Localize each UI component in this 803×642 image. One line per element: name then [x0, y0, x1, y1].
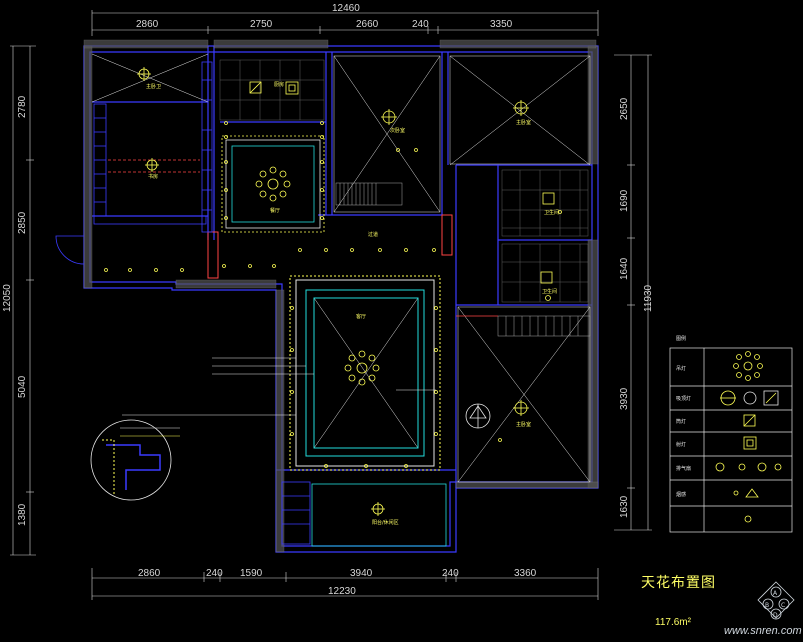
dim-top-overall: 12460 [332, 3, 360, 14]
dim-top-seg-2: 2750 [250, 19, 273, 30]
logo-letter-a: A [773, 590, 778, 597]
annotation-leaders [122, 357, 436, 416]
watermark: www.snren.com [724, 625, 802, 637]
legend-row-1: 吊灯 [676, 365, 686, 372]
dim-left-overall: 12050 [2, 284, 13, 312]
dim-right-overall: 11930 [643, 284, 654, 312]
red-columns [207, 214, 453, 279]
dim-bottom-seg-3: 1590 [240, 568, 263, 579]
dimension-top [91, 10, 599, 36]
dim-top-seg-3: 2660 [356, 19, 379, 30]
light-fixtures [104, 67, 562, 516]
dim-bottom-seg-6: 3360 [514, 568, 537, 579]
room-diagonals [91, 53, 591, 483]
legend-row-6: 烟感 [676, 491, 686, 498]
legend-row-2: 吸顶灯 [676, 395, 691, 402]
dim-left-seg-2: 2850 [17, 211, 28, 234]
legend-row-3: 筒灯 [676, 418, 686, 425]
detail-callout [90, 419, 180, 501]
floor-area: 117.6m² [655, 617, 691, 628]
entry-door-swing [55, 235, 85, 265]
dim-right-seg-4: 3930 [619, 387, 630, 410]
dim-right-seg-2: 1690 [619, 189, 630, 212]
dim-bottom-seg-5: 240 [442, 568, 459, 579]
legend-table [669, 347, 793, 533]
logo-letter-c: C [781, 602, 785, 609]
dim-left-seg-3: 5040 [17, 375, 28, 398]
room-label-bedroom-br: 主卧室 [516, 421, 531, 428]
logo-letter-d: D [773, 612, 778, 619]
dim-top-seg-5: 3350 [490, 19, 513, 30]
kitchen-grid [219, 59, 325, 121]
room-label-kitchen: 厨房 [274, 81, 284, 88]
room-label-balcony: 阳台/休闲区 [372, 519, 399, 526]
dim-top-seg-4: 240 [412, 19, 429, 30]
dim-right-seg-5: 1630 [619, 495, 630, 518]
dim-left-seg-4: 1380 [17, 503, 28, 526]
dimension-left [10, 45, 36, 556]
room-label-bathroom-2: 卫生间 [542, 288, 557, 295]
legend-row-4: 射灯 [676, 441, 686, 448]
dimension-bottom [91, 568, 599, 600]
logo-letter-b: B [765, 602, 769, 609]
living-tray [289, 275, 441, 471]
beam-lines [108, 159, 498, 317]
wall-hatch [83, 39, 599, 553]
room-label-top-left: 主卧卫 [146, 83, 161, 90]
legend-symbols [715, 351, 782, 523]
wardrobe [93, 61, 213, 233]
dim-top-seg-1: 2860 [136, 19, 159, 30]
room-label-dining: 餐厅 [270, 207, 280, 214]
room-label-master-bedroom: 主卧室 [516, 119, 531, 126]
legend-header: 图例 [676, 335, 686, 342]
room-label-living: 客厅 [356, 313, 366, 320]
legend-row-5: 排气扇 [676, 465, 691, 472]
dining-tray [221, 135, 325, 233]
dim-bottom-overall: 12230 [328, 586, 356, 597]
dim-left-seg-1: 2780 [17, 95, 28, 118]
dim-right-seg-1: 2650 [619, 97, 630, 120]
balcony-ceiling [281, 481, 447, 547]
company-logo [757, 581, 795, 620]
dim-bottom-seg-4: 3940 [350, 568, 373, 579]
dim-right-seg-3: 1640 [619, 257, 630, 280]
dim-bottom-seg-2: 240 [206, 568, 223, 579]
room-label-second-bedroom: 次卧室 [390, 127, 405, 134]
drawing-title: 天花布置图 [641, 575, 716, 591]
bathroom-grid [501, 169, 589, 303]
radiator-blocks [335, 182, 591, 337]
room-label-corridor: 过道 [368, 231, 378, 238]
room-label-study: 书房 [148, 173, 158, 180]
room-label-bathroom-1: 卫生间 [544, 209, 559, 216]
dim-bottom-seg-1: 2860 [138, 568, 161, 579]
dimension-right [614, 54, 652, 531]
